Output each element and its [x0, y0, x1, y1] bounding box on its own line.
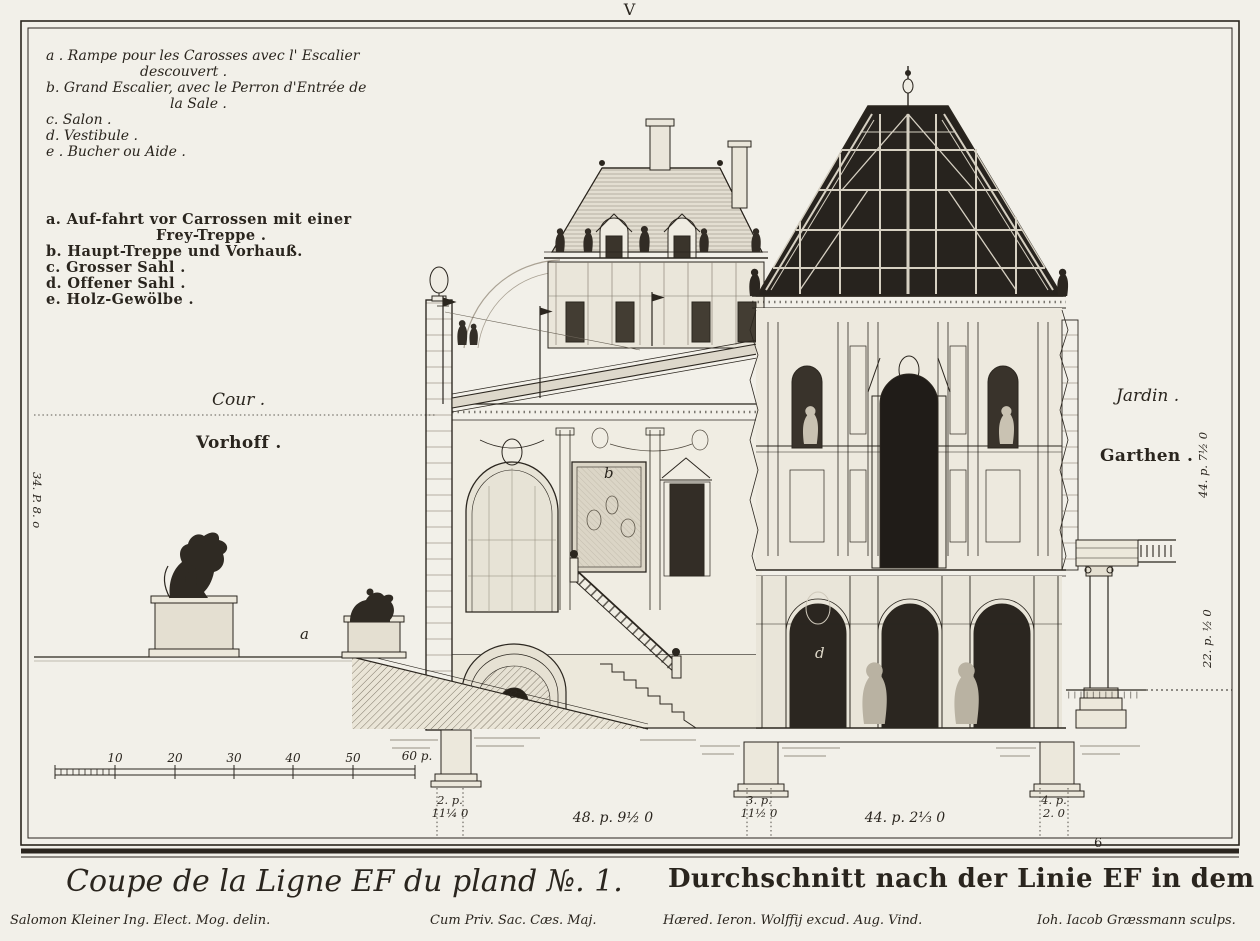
scale-tick-label: 30 — [226, 751, 242, 765]
dimension-span1: 48. p. 9½ 0 — [572, 810, 654, 826]
scale-tick-label: 60 p. — [401, 749, 433, 763]
credit-engraver: Ioh. Iacob Græssmann sculps. — [1037, 913, 1236, 928]
courtyard-front-section — [425, 266, 758, 731]
drawing-letter-e: e — [509, 684, 518, 702]
legend-french-line: descouvert . — [140, 64, 228, 80]
label-cour: Cour . — [212, 390, 266, 410]
legend-french-line: b. Grand Escalier, avec le Perron d'Entr… — [46, 80, 367, 96]
right-pavilion — [749, 66, 1079, 743]
dimension-left-height: 34. P. 8. o — [30, 472, 44, 529]
legend-german-line: e. Holz-Gewölbe . — [46, 291, 194, 308]
dimension-right-upper: 44. p. 7½ 0 — [1196, 431, 1210, 498]
legend-french: a . Rampe pour les Carosses avec l' Esca… — [46, 48, 366, 160]
scale-tick-label: 50 — [345, 751, 361, 765]
garden-column — [1066, 539, 1232, 729]
legend-german-line: Frey-Treppe . — [156, 227, 267, 244]
scale-tick-label: 40 — [285, 751, 301, 765]
legend-german-line: a. Auf-fahrt vor Carrossen mit einer — [46, 211, 352, 228]
label-jardin: Jardin . — [1116, 386, 1180, 406]
dimension-pier3: 2. 0 — [1043, 806, 1065, 820]
scale-tick-label: 20 — [167, 751, 183, 765]
dimension-pier1: 2. p. — [437, 793, 463, 807]
plate-number-bottom: 6 — [1094, 836, 1103, 851]
legend-german-line: c. Grosser Sahl . — [46, 259, 186, 276]
scale-tick-label: 10 — [107, 751, 123, 765]
legend-french-line: la Sale . — [170, 96, 227, 112]
foundations — [390, 729, 1140, 798]
legend-german-line: d. Offener Sahl . — [46, 275, 186, 292]
legend-french-line: a . Rampe pour les Carosses avec l' Esca… — [46, 48, 360, 64]
dimension-pier3: 4. p. — [1041, 793, 1067, 807]
credit-publisher: Hæred. Ieron. Wolffij excud. Aug. Vind. — [663, 913, 923, 928]
legend-german: a. Auf-fahrt vor Carrossen mit einer Fre… — [46, 212, 352, 308]
courtyard-ground — [34, 651, 649, 730]
dome-outline — [463, 259, 561, 349]
dimension-right-lower: 22. p. ½ 0 — [1200, 609, 1214, 668]
plate-border — [20, 20, 1240, 858]
drawing-letter-a: a — [300, 625, 309, 643]
credit-delineator: Salomon Kleiner Ing. Elect. Mog. delin. — [10, 913, 271, 928]
plate-number-top: V — [623, 0, 637, 19]
legend-german-line: b. Haupt-Treppe und Vorhauß. — [46, 243, 303, 260]
label-garthen: Garthen . — [1100, 446, 1194, 466]
roof-truss — [749, 66, 1069, 297]
staircase-hall-section — [452, 403, 762, 729]
sphinx-statue — [341, 588, 407, 659]
scale-bar — [54, 765, 416, 779]
dimension-pier2: 3. p. — [746, 793, 772, 807]
credit-privilege: Cum Priv. Sac. Cæs. Maj. — [430, 913, 597, 928]
dimension-pier1: 11¼ 0 — [431, 806, 469, 820]
drawing-letter-b: b — [604, 464, 614, 482]
legend-french-line: e . Bucher ou Aide . — [46, 144, 186, 160]
legend-french-line: c. Salon . — [46, 112, 112, 128]
drawing-letter-d: d — [815, 644, 825, 662]
dimension-pier2: 11½ 0 — [740, 806, 778, 820]
dimension-span2: 44. p. 2⅓ 0 — [864, 810, 946, 826]
title-german: Durchschnitt nach der Linie EF in dem Gr… — [668, 864, 1260, 894]
great-hall-facade — [749, 308, 1069, 571]
lower-arcade — [756, 576, 1066, 743]
title-french: Coupe de la Ligne EF du pland №. 1. — [66, 864, 623, 899]
legend-french-line: d. Vestibule . — [46, 128, 138, 144]
equestrian-statue — [148, 532, 240, 658]
left-pavilion — [544, 118, 768, 349]
label-vorhoff: Vorhoff . — [196, 433, 282, 453]
